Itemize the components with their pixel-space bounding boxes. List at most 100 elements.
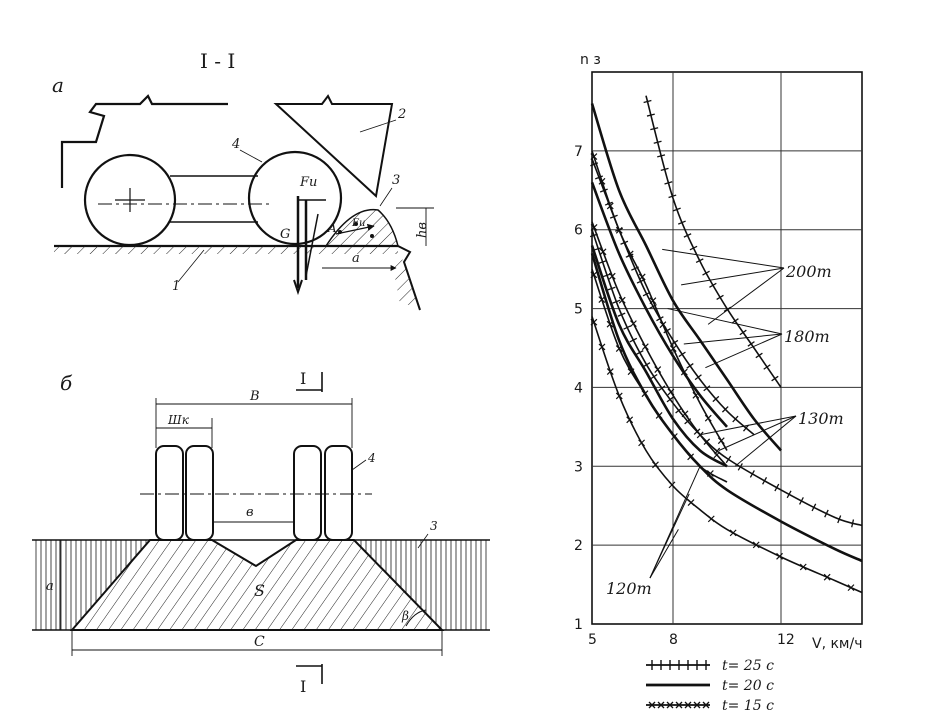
series-marker [714,447,721,455]
series-120т-cross [591,316,863,594]
series-marker [771,375,779,382]
legend-marker [684,701,692,709]
y-tick-label: 4 [574,380,583,396]
ground-hatch [54,246,398,254]
x-tick-label: 12 [777,632,795,648]
truck-cab [60,94,228,188]
series-marker [658,385,666,392]
annotation-200t: 200т [785,262,832,281]
y-axis-label: n з [580,52,601,68]
series-marker [589,233,598,238]
series-marker [694,374,702,381]
legend-marker [693,701,701,709]
series-marker [693,428,701,435]
series-marker [847,584,855,592]
series-130т-plus [591,229,863,527]
series-marker [623,325,632,330]
leader-130т [734,415,797,467]
series-marker [642,362,651,368]
panel-a-label: а [52,73,64,97]
legend-marker [666,701,674,709]
y-tick-label: 2 [574,538,583,554]
dim-a-left: a [46,579,54,594]
force-g-label: G [280,227,290,242]
series-marker [598,343,606,351]
series-marker [725,455,732,464]
series-marker [823,573,831,581]
series-marker [594,246,603,251]
cut-mark-top: I [300,369,306,388]
point-a-label: A [327,221,337,235]
series-marker [650,373,658,380]
x-tick-label: 5 [588,632,597,648]
series-marker [668,194,677,199]
dim-B: В [249,389,260,404]
section-title: I - I [200,49,235,73]
series-marker [678,351,686,358]
series-marker [595,175,603,180]
series-marker [657,154,666,158]
series-marker [620,240,629,245]
callout-4: 4 [231,137,240,152]
series-marker [675,407,683,414]
series-180т-plain [590,181,728,428]
callout-4b: 4 [367,451,376,465]
series-marker [629,337,638,343]
series-marker [625,253,634,258]
series-marker [615,227,623,232]
series-marker [721,406,729,413]
series-marker [608,272,616,280]
series-marker [646,113,655,117]
leader-200т [662,248,785,269]
series-130т-plain [590,245,728,468]
legend-marker [657,701,665,709]
series-marker [755,352,763,359]
y-tick-label: 1 [574,617,583,633]
series-marker [598,177,606,185]
series-marker [707,515,715,523]
dim-a: a [352,251,360,266]
legend-label-15: t= 15 c [722,698,774,713]
series-marker [631,266,639,271]
y-tick-label: 3 [574,459,583,475]
series-marker [729,529,737,537]
series-marker [837,515,842,524]
series-marker [606,368,614,375]
series-marker [617,312,626,317]
series-marker [590,153,598,161]
series-marker [635,350,644,356]
series-marker [599,248,607,256]
dim-hv: hв [415,222,430,238]
series-marker [703,385,711,392]
series-marker [731,318,739,324]
annotation-130t: 130т [798,409,844,428]
series-layer [589,95,863,594]
series-marker [704,414,712,422]
series-marker [717,437,725,445]
series-marker [607,286,616,291]
series-marker [677,220,686,225]
series-marker [663,328,671,334]
leader-120т [649,529,679,579]
y-tick-label: 5 [574,302,583,318]
series-marker [590,224,598,231]
series-marker [642,291,651,297]
force-fu-label: Fи [299,175,317,190]
series-marker [774,483,780,492]
series-marker [650,127,659,131]
series-marker [799,497,804,505]
series-marker [656,316,664,322]
legend: t= 25 c t= 20 c t= 15 c [646,658,774,713]
series-marker [598,260,607,264]
series-marker [636,279,645,284]
leader-130т [699,415,797,436]
annotation-120t: 120т [606,579,652,598]
series-180т-cross [591,221,728,467]
series-marker [629,320,637,328]
series-marker [664,181,673,185]
plot-frame [591,71,863,625]
series-marker [599,188,608,193]
legend-marker [675,701,683,709]
